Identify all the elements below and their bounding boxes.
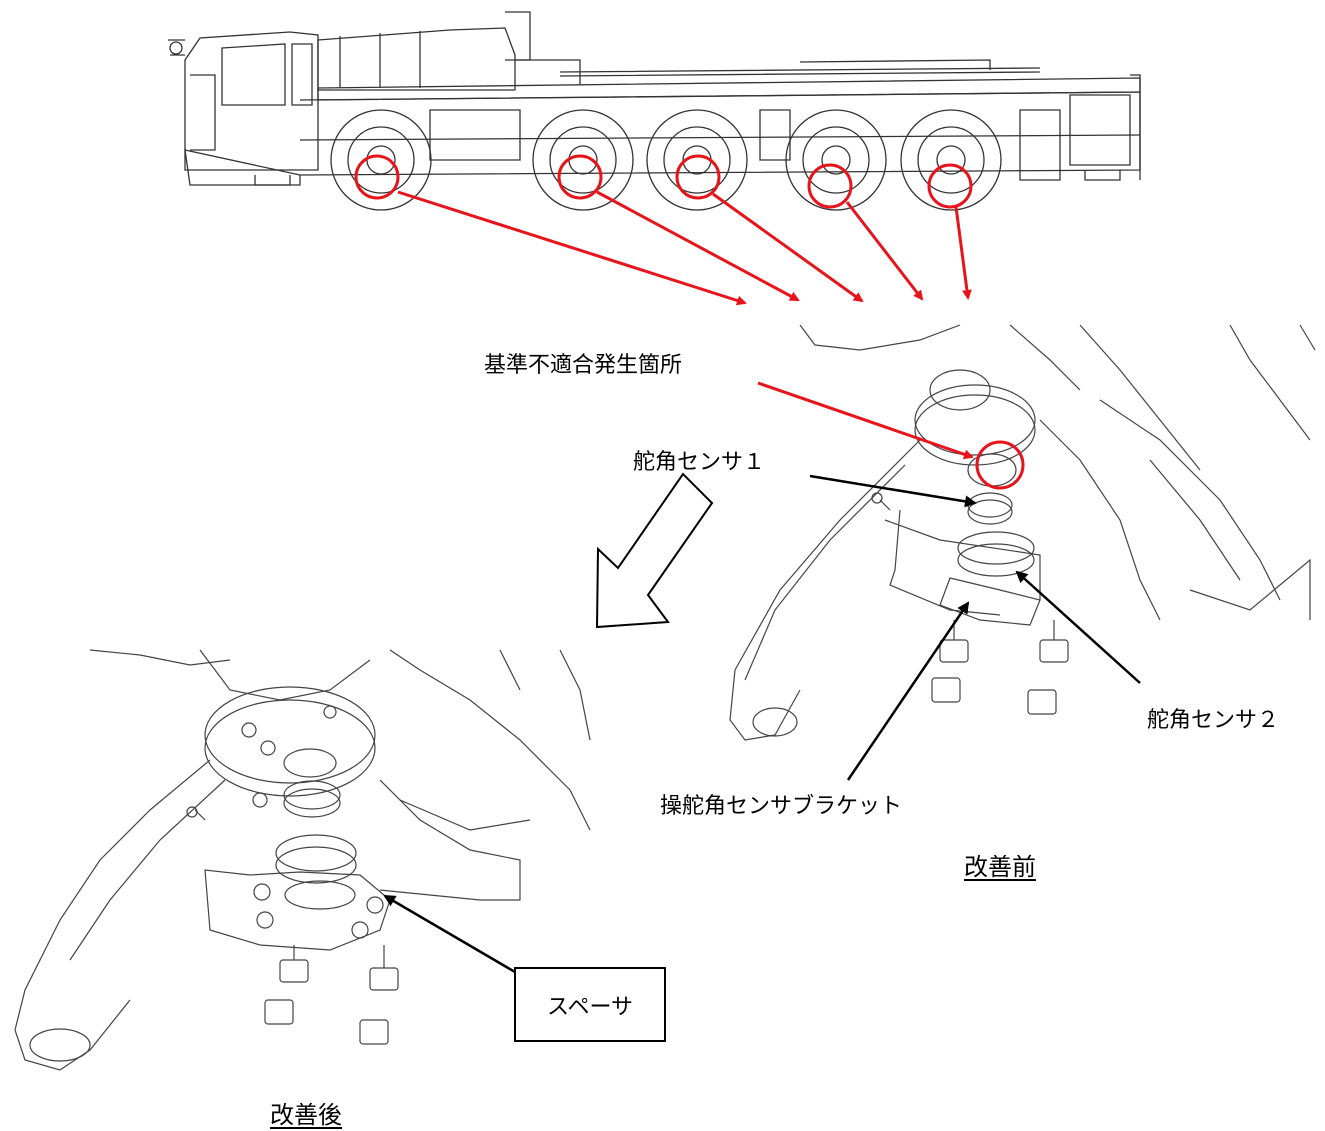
hub-circle-4 bbox=[807, 163, 853, 209]
hub-circle-5 bbox=[927, 163, 973, 209]
after-improvement-drawing bbox=[14, 649, 591, 1071]
sensor2-arrow bbox=[1015, 570, 1141, 684]
wheel-4 bbox=[785, 109, 887, 211]
bracket-arrow bbox=[846, 601, 970, 781]
nonconformity-arrow bbox=[757, 381, 974, 460]
nonconformity-circle bbox=[975, 440, 1025, 490]
before-caption: 改善前 bbox=[964, 853, 1036, 881]
steering-sensor-2-label: 舵角センサ２ bbox=[1147, 708, 1280, 733]
wheel-1 bbox=[330, 109, 432, 211]
truck-wheels bbox=[330, 109, 1002, 211]
before-to-after-arrow bbox=[595, 472, 714, 629]
hub-circle-3 bbox=[675, 154, 721, 200]
nonconformity-location-label: 基準不適合発生箇所 bbox=[484, 353, 683, 378]
wheel-5 bbox=[900, 109, 1002, 211]
wheel-3 bbox=[646, 109, 748, 211]
spacer-arrow bbox=[383, 894, 516, 974]
hub-circle-1 bbox=[354, 154, 400, 200]
before-improvement-drawing bbox=[729, 324, 1316, 741]
after-caption: 改善後 bbox=[270, 1101, 342, 1129]
hub-circle-2 bbox=[557, 154, 603, 200]
hub-highlight-circles bbox=[354, 154, 973, 209]
hub-arrows bbox=[397, 190, 972, 306]
sensor-bracket-label: 操舵角センサブラケット bbox=[660, 794, 903, 819]
spacer-label: スペーサ bbox=[514, 967, 666, 1042]
wheel-2 bbox=[532, 109, 634, 211]
steering-sensor-1-label: 舵角センサ１ bbox=[633, 450, 766, 475]
crane-truck-drawing bbox=[168, 11, 1141, 186]
sensor1-arrow bbox=[809, 474, 977, 508]
